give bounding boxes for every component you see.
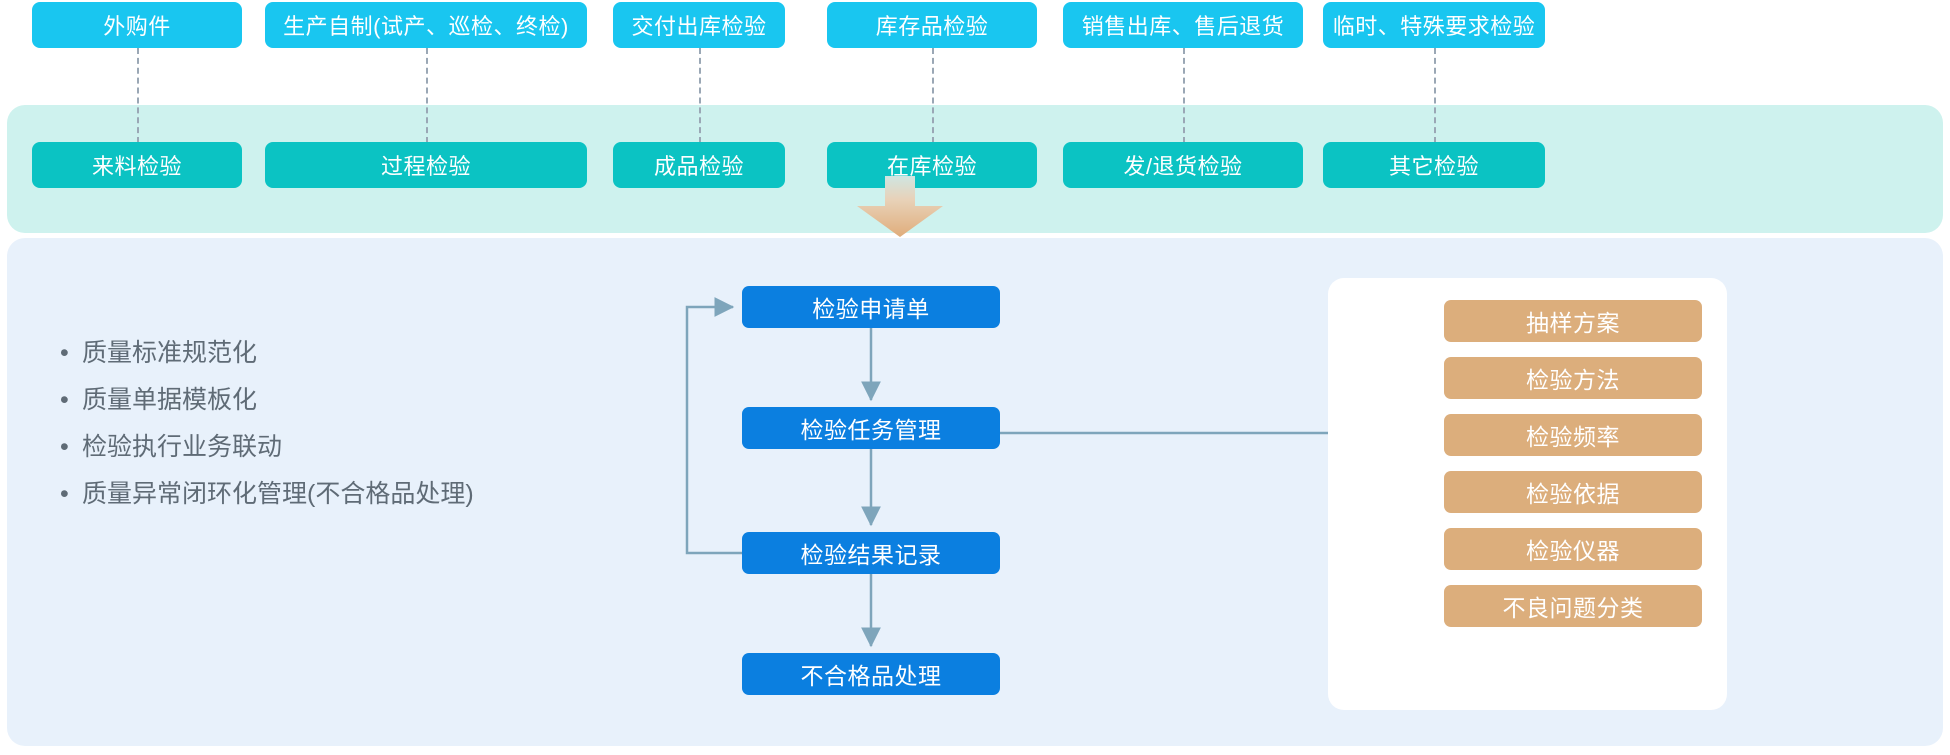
inspection-box[interactable]: 成品检验 [613, 142, 785, 188]
attribute-box-label: 抽样方案 [1526, 310, 1620, 336]
bullet-label: 质量标准规范化 [82, 339, 258, 367]
bullet-label: 检验执行业务联动 [82, 433, 283, 461]
attribute-box-label: 不良问题分类 [1502, 595, 1644, 621]
dashed-connector-3 [932, 48, 934, 143]
inspection-box[interactable]: 过程检验 [265, 142, 587, 188]
feature-bullet-list: • 质量标准规范化 • 质量单据模板化 • 检验执行业务联动 • 质量异常闭环化管理(不合格品… [60, 330, 620, 518]
inspection-box-label: 成品检验 [653, 154, 744, 179]
flow-step-result-record[interactable]: 检验结果记录 [742, 532, 1000, 574]
dashed-connector-1 [426, 48, 428, 143]
bullet-item: • 质量标准规范化 [60, 330, 620, 377]
inspection-box-label: 过程检验 [380, 154, 471, 179]
flow-step-inspection-request[interactable]: 检验申请单 [742, 286, 1000, 328]
bullet-label: 质量异常闭环化管理(不合格品处理) [82, 480, 474, 508]
inspection-box-label: 其它检验 [1388, 154, 1479, 179]
bullet-dot-icon: • [60, 339, 69, 367]
source-box[interactable]: 销售出库、售后退货 [1063, 2, 1303, 48]
attribute-box[interactable]: 检验频率 [1444, 414, 1702, 456]
flow-step-label: 检验申请单 [812, 296, 930, 322]
source-box-label: 外购件 [103, 14, 171, 39]
attribute-box[interactable]: 检验仪器 [1444, 528, 1702, 570]
down-arrow-icon [857, 176, 943, 237]
inspection-box-label: 来料检验 [91, 154, 182, 179]
source-box[interactable]: 生产自制(试产、巡检、终检) [265, 2, 587, 48]
flow-step-label: 检验结果记录 [800, 542, 942, 568]
source-box[interactable]: 交付出库检验 [613, 2, 785, 48]
bullet-dot-icon: • [60, 480, 69, 508]
source-box[interactable]: 临时、特殊要求检验 [1323, 2, 1545, 48]
source-box-label: 临时、特殊要求检验 [1332, 14, 1536, 39]
bullet-item: • 质量单据模板化 [60, 377, 620, 424]
attribute-box[interactable]: 不良问题分类 [1444, 585, 1702, 627]
inspection-box[interactable]: 来料检验 [32, 142, 242, 188]
dashed-connector-5 [1434, 48, 1436, 143]
flow-step-label: 不合格品处理 [800, 663, 942, 689]
bullet-item: • 质量异常闭环化管理(不合格品处理) [60, 471, 620, 518]
inspection-box-label: 发/退货检验 [1123, 154, 1243, 179]
bullet-item: • 检验执行业务联动 [60, 424, 620, 471]
bullet-dot-icon: • [60, 386, 69, 414]
source-box-label: 销售出库、售后退货 [1081, 14, 1285, 39]
flow-step-label: 检验任务管理 [800, 417, 942, 443]
attribute-box-label: 检验依据 [1526, 481, 1620, 507]
flow-step-nonconforming-handling[interactable]: 不合格品处理 [742, 653, 1000, 695]
inspection-box[interactable]: 其它检验 [1323, 142, 1545, 188]
dashed-connector-0 [137, 48, 139, 143]
flow-step-task-management[interactable]: 检验任务管理 [742, 407, 1000, 449]
source-box-label: 生产自制(试产、巡检、终检) [283, 14, 569, 39]
source-box[interactable]: 外购件 [32, 2, 242, 48]
attribute-box-label: 检验频率 [1526, 424, 1620, 450]
attribute-box[interactable]: 检验方法 [1444, 357, 1702, 399]
source-box-label: 库存品检验 [875, 14, 989, 39]
source-box-label: 交付出库检验 [631, 14, 767, 39]
dashed-connector-2 [699, 48, 701, 143]
attribute-box[interactable]: 抽样方案 [1444, 300, 1702, 342]
attribute-box[interactable]: 检验依据 [1444, 471, 1702, 513]
inspection-box-label: 在库检验 [886, 154, 977, 179]
bullet-dot-icon: • [60, 433, 69, 461]
attribute-box-label: 检验方法 [1526, 367, 1620, 393]
inspection-box[interactable]: 发/退货检验 [1063, 142, 1303, 188]
source-box[interactable]: 库存品检验 [827, 2, 1037, 48]
attribute-box-label: 检验仪器 [1526, 538, 1620, 564]
inspection-box[interactable]: 在库检验 [827, 142, 1037, 188]
bullet-label: 质量单据模板化 [82, 386, 258, 414]
dashed-connector-4 [1183, 48, 1185, 143]
